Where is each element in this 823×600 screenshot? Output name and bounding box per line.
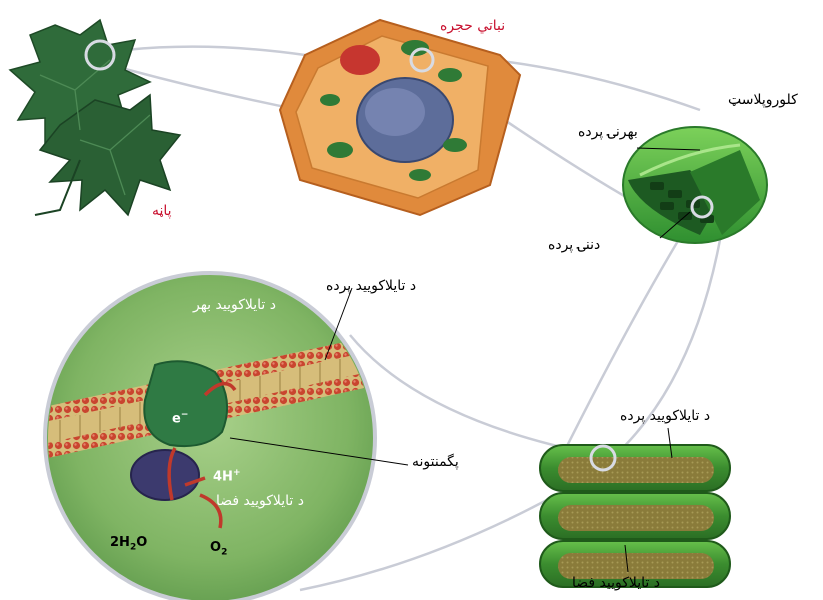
label-plant-cell: نباتي حجره (440, 18, 505, 34)
label-leaf: پاڼه (152, 203, 172, 219)
label-pigment: پگمنتونه (412, 454, 459, 470)
label-outer-membrane: بهرنۍ پرده (578, 124, 638, 140)
label-thylakoid-space-bottom: د تایلاکویید فضا (572, 575, 660, 591)
plant-cell-illustration (280, 20, 520, 215)
oxygen-label: O2 (210, 540, 227, 558)
label-thylakoid-outside: د تایلاکویید بهر (193, 297, 276, 313)
label-chloroplast: کلوروپلاسټ (728, 92, 798, 108)
chloroplast-illustration (623, 127, 767, 243)
hydrogen-ion-label: 4H+ (213, 468, 240, 484)
label-thylakoid-membrane-top: د تایلاکویید پرده (326, 278, 416, 294)
leaf-illustration (10, 20, 180, 215)
electron-label: e− (172, 410, 188, 426)
label-thylakoid-membrane-right: د تایلاکویید پرده (620, 408, 710, 424)
label-thylakoid-space-inner: د تایلاکویید فضا (216, 493, 304, 509)
thylakoid-stack (540, 445, 730, 587)
water-label: 2H2O (110, 535, 147, 553)
label-inner-membrane: دننۍ پرده (548, 237, 600, 253)
